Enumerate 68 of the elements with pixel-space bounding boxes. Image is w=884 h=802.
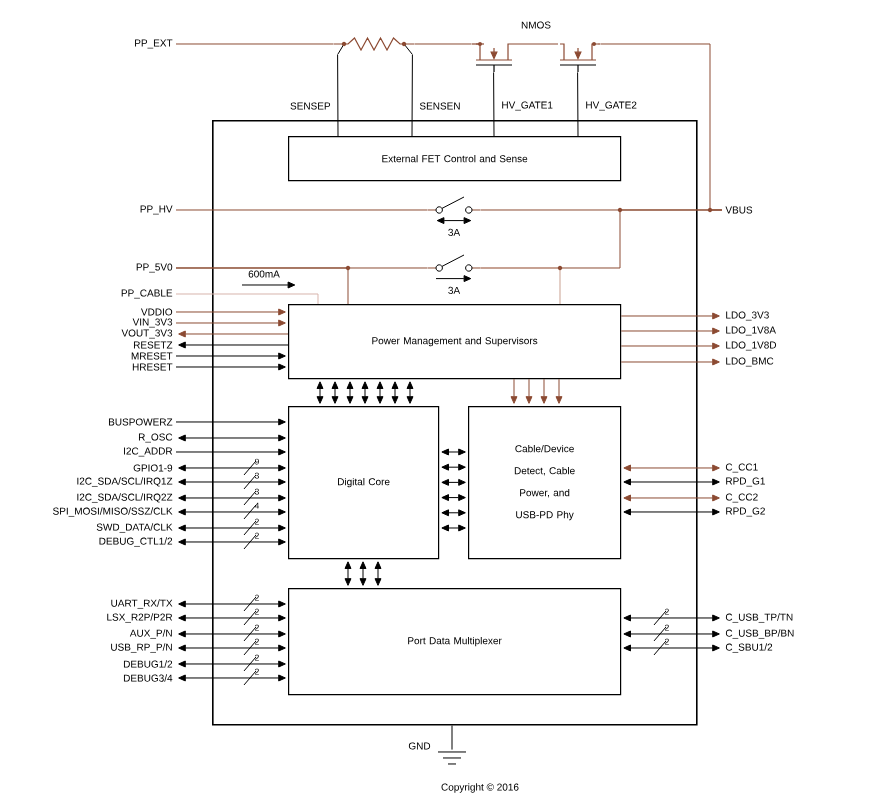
arrow (178, 644, 286, 652)
arrow (178, 538, 286, 546)
arrow (441, 478, 466, 486)
arrow (178, 660, 286, 668)
arrow (441, 494, 466, 502)
wire (577, 71, 579, 137)
resistor-symbol (333, 36, 415, 55)
wire (337, 53, 339, 137)
arrow (178, 614, 286, 622)
arrow (344, 561, 352, 586)
arrow (620, 358, 720, 366)
arrow (510, 378, 518, 404)
arrow (391, 381, 399, 404)
arrow (361, 381, 369, 404)
arrow (178, 600, 286, 608)
arrow (178, 524, 286, 532)
wire (175, 267, 349, 305)
arrow (623, 478, 720, 486)
arrow (441, 524, 466, 532)
arrow (178, 494, 286, 502)
wire (479, 267, 561, 305)
ground-symbol (437, 751, 467, 765)
arrow (620, 312, 720, 320)
wire (175, 293, 319, 305)
arrow (178, 341, 289, 349)
arrow (346, 381, 354, 404)
arrow (175, 308, 286, 316)
arrow (178, 508, 286, 516)
arrow (178, 478, 286, 486)
wire (411, 53, 413, 137)
arrow (178, 330, 289, 338)
wire (451, 725, 453, 751)
arrow (376, 381, 384, 404)
arrow (620, 327, 720, 335)
arrow (359, 561, 367, 586)
wire (175, 209, 429, 211)
arrow (331, 381, 339, 404)
arrow (441, 448, 466, 456)
arrow (406, 381, 414, 404)
arrow (316, 381, 324, 404)
arrow (175, 319, 286, 327)
arrow (623, 644, 720, 652)
arrow (175, 448, 286, 456)
arrow (374, 561, 382, 586)
arrow (178, 674, 286, 682)
arrow (620, 342, 720, 350)
switch-symbol (427, 254, 481, 283)
switch-symbol (427, 196, 481, 225)
arrow (175, 352, 286, 360)
wire (413, 43, 473, 45)
wire (175, 43, 335, 45)
arrow (178, 630, 286, 638)
arrow (441, 463, 466, 471)
arrow (623, 630, 720, 638)
arrow (178, 434, 286, 442)
arrow (525, 378, 533, 404)
arrow (623, 614, 720, 622)
arrow (540, 378, 548, 404)
arrow (555, 378, 563, 404)
arrow (623, 464, 720, 472)
arrow (623, 494, 720, 502)
arrow (441, 509, 466, 517)
arrow (175, 363, 286, 371)
arrow (175, 418, 286, 426)
arrow (178, 464, 286, 472)
chip-outline (212, 120, 698, 726)
arrow (623, 508, 720, 516)
wire (493, 71, 495, 137)
